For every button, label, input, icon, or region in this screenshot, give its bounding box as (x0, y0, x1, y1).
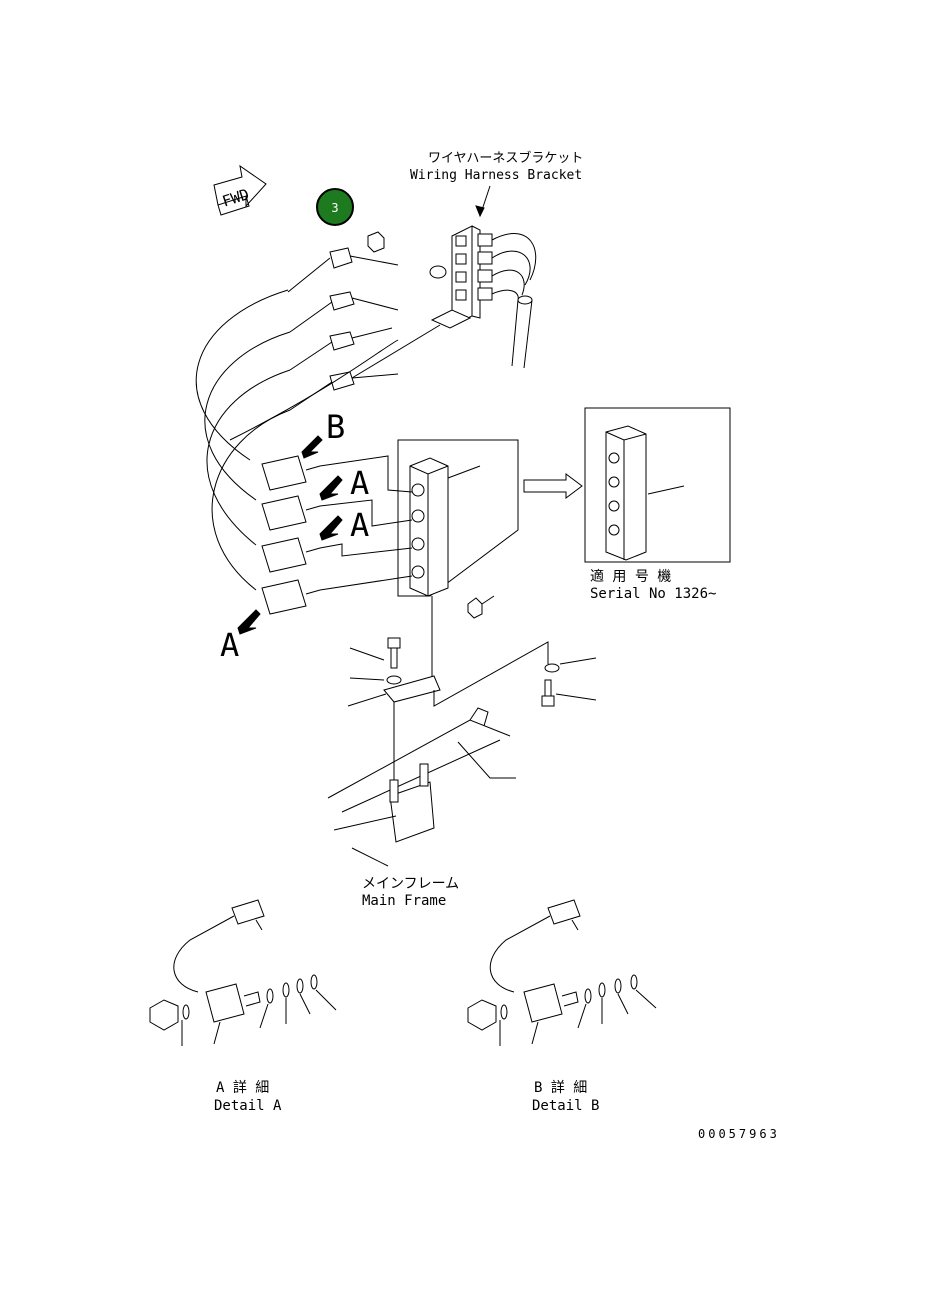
detail-a-en: Detail A (214, 1098, 282, 1114)
arrow-icon-b (301, 435, 323, 459)
detail-b-jp: B 詳 細 (534, 1080, 587, 1096)
callout-3[interactable]: 3 (316, 188, 354, 226)
detail-b-illustration (467, 899, 657, 1046)
serial-en: Serial No 1326~ (590, 586, 716, 602)
letter-a-2: A (350, 506, 369, 544)
mounting-parts (327, 637, 597, 867)
callout-circle[interactable] (316, 188, 354, 226)
drawing-number: 00057963 (698, 1127, 780, 1141)
manifold-assembly (319, 439, 519, 680)
arrow-icon-a2 (319, 515, 343, 541)
callout-number: 3 (331, 201, 338, 215)
wiring-harness-bracket-en: Wiring Harness Bracket (410, 168, 582, 183)
arrow-icon-a1 (319, 475, 343, 501)
connectors-group (195, 247, 441, 591)
variant-detail-box (584, 407, 731, 563)
main-frame-en: Main Frame (362, 893, 446, 909)
letter-a-bottom: A (220, 626, 239, 664)
detail-a-jp: A 詳 細 (216, 1080, 269, 1096)
fwd-arrow-icon: FWD (213, 164, 267, 216)
wiring-harness-bracket (429, 225, 537, 369)
cap-part (367, 231, 385, 253)
main-frame-jp: メインフレーム (362, 876, 459, 892)
letter-b-top: B (326, 408, 345, 446)
detail-a-illustration (149, 899, 337, 1046)
arrow-right-icon (523, 473, 583, 499)
solenoid-valves (261, 455, 321, 615)
serial-jp: 適 用 号 機 (590, 568, 671, 585)
arrow-icon-a3 (237, 609, 261, 635)
wiring-harness-bracket-jp: ワイヤハーネスブラケット (428, 150, 583, 166)
letter-a-1: A (350, 464, 369, 502)
detail-b-en: Detail B (532, 1098, 599, 1114)
